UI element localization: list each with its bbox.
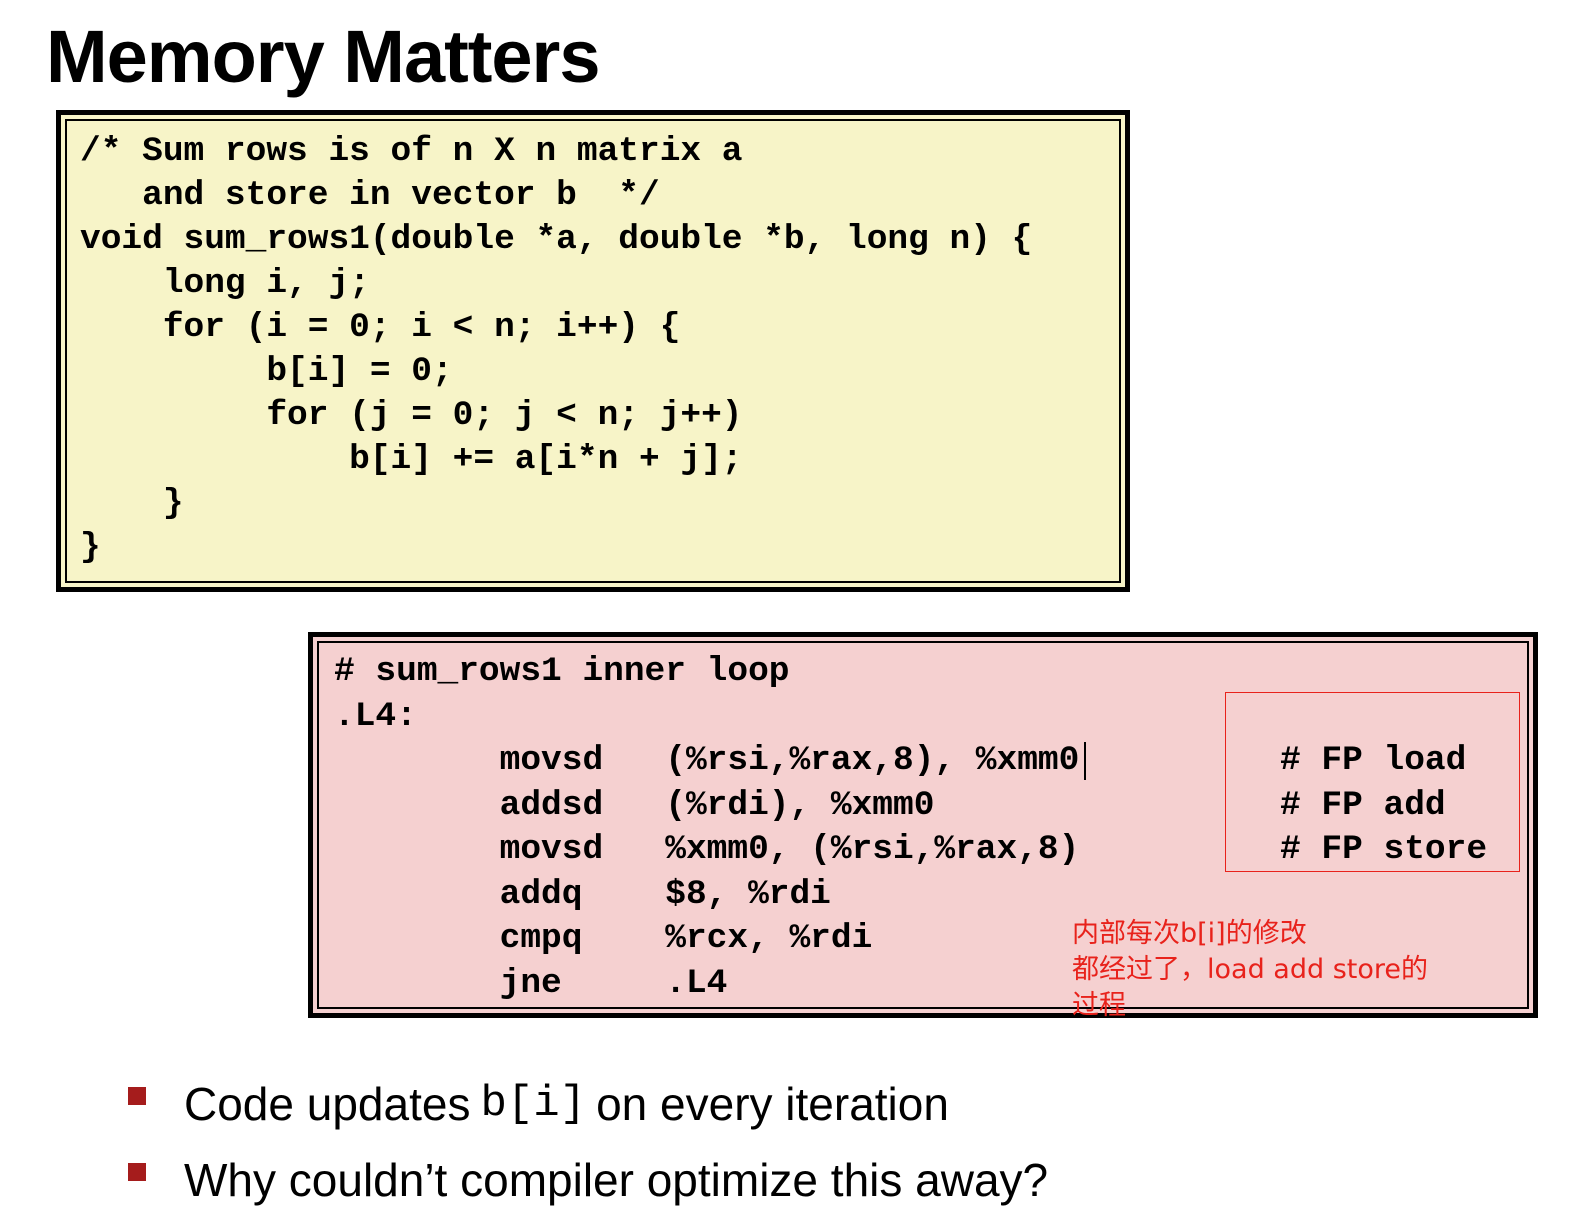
bullet-text-after: on every iteration bbox=[596, 1078, 949, 1130]
bullet-item-updates: Code updates b[i] on every iteration bbox=[128, 1066, 1048, 1142]
bullet-item-question: Why couldn’t compiler optimize this away… bbox=[128, 1142, 1048, 1218]
bullet-square-icon bbox=[128, 1163, 146, 1181]
comments-highlight-box bbox=[1225, 692, 1520, 872]
asm-comments: # FP load # FP add # FP store bbox=[1280, 741, 1488, 869]
bullet-square-icon bbox=[128, 1087, 146, 1105]
slide-title: Memory Matters bbox=[46, 15, 601, 98]
handwritten-annotation: 内部每次b[i]的修改 都经过了，load add store的 过程 bbox=[1072, 918, 1428, 1021]
bullet-inline-code: b[i] bbox=[480, 1079, 587, 1129]
c-code-box bbox=[56, 110, 1130, 592]
c-code-box-inner-border bbox=[65, 119, 1121, 583]
asm-code-box-inner-border bbox=[317, 641, 1529, 1009]
bullet-list: Code updates b[i] on every iteration Why… bbox=[128, 1066, 1048, 1218]
bullet-text-before: Code updates bbox=[184, 1078, 471, 1130]
bullet-text-question: Why couldn’t compiler optimize this away… bbox=[184, 1154, 1049, 1206]
text-caret bbox=[1084, 742, 1086, 780]
asm-source-code: # sum_rows1 inner loop .L4: movsd (%rsi,… bbox=[334, 652, 1080, 1003]
c-source-code: /* Sum rows is of n X n matrix a and sto… bbox=[80, 132, 1033, 567]
asm-code-box bbox=[308, 632, 1538, 1018]
